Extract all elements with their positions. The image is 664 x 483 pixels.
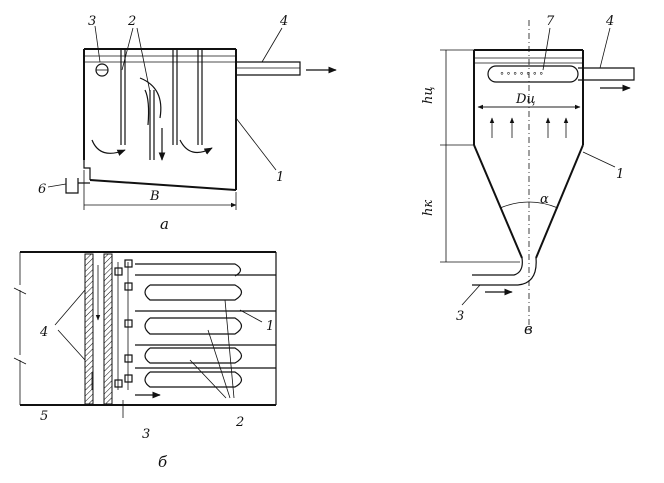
label-b-5: 5 <box>40 409 48 424</box>
tank-a-bottom <box>89 179 237 191</box>
angle-alpha-arc <box>499 201 559 209</box>
outlet-6 <box>65 178 90 194</box>
label-a-width: B <box>149 189 160 204</box>
label-a-6: 6 <box>38 182 46 197</box>
label-a-3: 3 <box>88 14 96 29</box>
diagram-v: ° ° ° ° ° ° ° 7 4 1 3 Dц α hц hк <box>421 14 635 338</box>
label-v-3: 3 <box>456 309 464 324</box>
diagram-a: 3 2 4 1 6 B а <box>38 14 337 233</box>
pipe-4 <box>236 61 301 76</box>
label-v-alpha: α <box>540 192 549 207</box>
diagram-b: 4 1 2 3 5 б <box>13 251 277 471</box>
label-a-1: 1 <box>276 170 284 185</box>
label-a-4: 4 <box>279 14 288 29</box>
hatched-wall-1 <box>84 253 94 405</box>
label-b-3: 3 <box>142 427 150 442</box>
hatched-wall-2 <box>103 253 113 405</box>
label-b-1: 1 <box>266 319 274 334</box>
label-b-4: 4 <box>39 325 48 340</box>
label-a-2: 2 <box>127 14 136 29</box>
caption-b: б <box>158 453 168 471</box>
label-v-1: 1 <box>616 167 624 182</box>
caption-a: а <box>160 215 169 233</box>
tank-a-walls <box>83 48 237 190</box>
caption-v: в <box>524 320 533 338</box>
gutter-7 <box>487 65 579 83</box>
label-v-dc: Dц <box>515 92 536 107</box>
label-v-7: 7 <box>546 14 555 29</box>
svg-text:° ° ° ° ° ° °: ° ° ° ° ° ° ° <box>500 71 543 80</box>
label-v-hk: hк <box>421 200 436 216</box>
label-v-hc: hц <box>421 87 436 104</box>
label-v-4: 4 <box>605 14 614 29</box>
label-b-2: 2 <box>235 415 244 430</box>
